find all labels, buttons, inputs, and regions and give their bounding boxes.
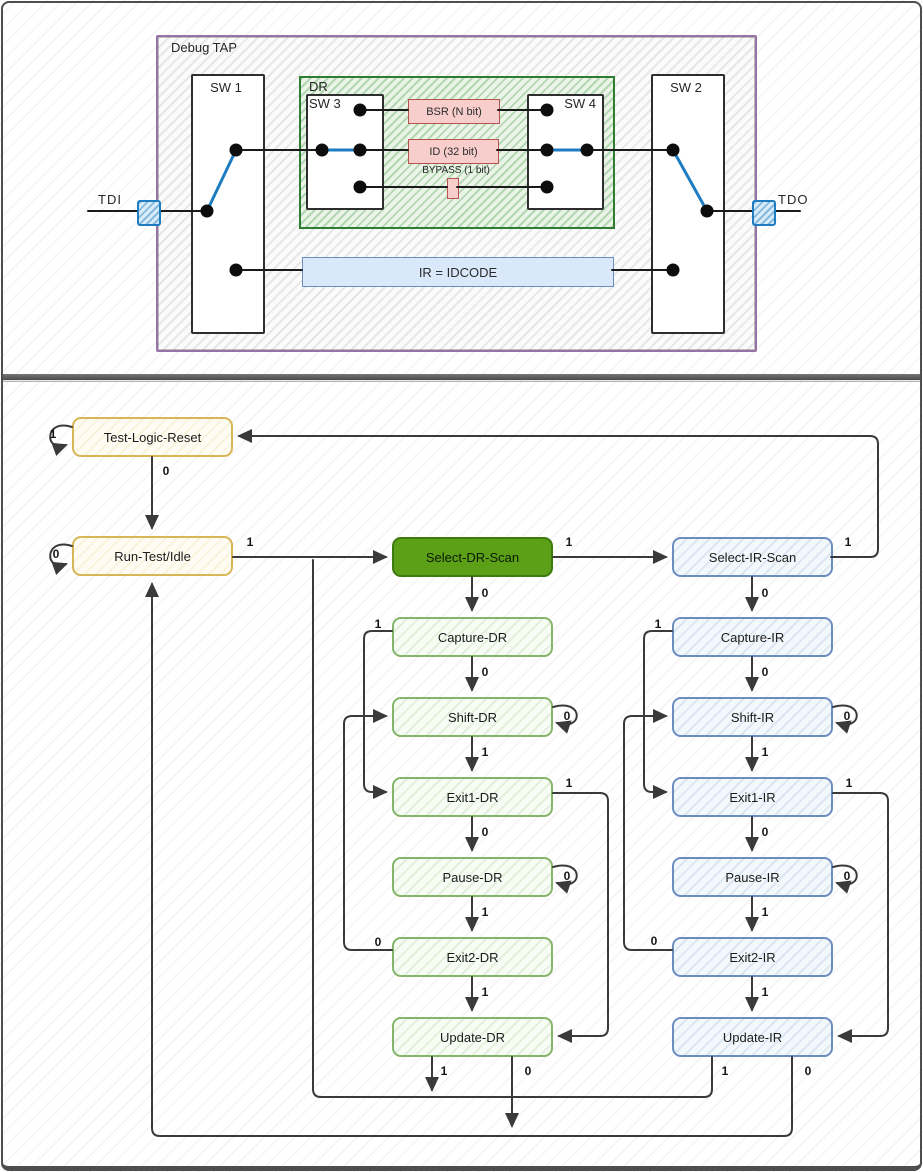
transition-label-capir-exit1ir: 1	[654, 617, 662, 631]
transition-label-shiftir-shiftir: 0	[843, 709, 851, 723]
switch-sw1	[191, 74, 265, 334]
edge-shiftdr-self	[552, 704, 578, 734]
transition-label-selir-capir: 0	[761, 586, 769, 600]
state-seldr: Select-DR-Scan	[392, 537, 553, 577]
transition-label-exit1ir-updateir: 1	[845, 776, 853, 790]
transition-label-tlr-tlr: 1	[49, 427, 57, 441]
switch-sw3-label: SW 3	[309, 96, 341, 111]
junction-dot	[353, 180, 367, 194]
debug-tap-label: Debug TAP	[171, 40, 238, 55]
ir-register: IR = IDCODE	[302, 257, 614, 287]
state-exit1ir: Exit1-IR	[672, 777, 833, 817]
edge-shiftir-self	[832, 704, 858, 734]
transition-label-rti-rti: 0	[52, 547, 60, 561]
transition-label-exit1ir-pauseir: 0	[761, 825, 769, 839]
transition-label-shiftir-exit1ir: 1	[761, 745, 769, 759]
register-id: ID (32 bit)	[408, 139, 499, 164]
edge-exit1dr-updatedr	[552, 792, 609, 1043]
transition-label-pausedr-exit2dr: 1	[481, 905, 489, 919]
state-exit2ir: Exit2-IR	[672, 937, 833, 977]
transition-label-pauseir-pauseir: 0	[843, 869, 851, 883]
register-bypass	[447, 178, 459, 199]
edge-exit1ir-updateir	[832, 792, 889, 1043]
switch-sw4-label: SW 4	[564, 96, 596, 111]
tdo-label: TDO	[778, 192, 809, 207]
active-path-sw2	[671, 148, 709, 213]
junction-dot	[666, 263, 680, 277]
transition-label-updateir-rti: 0	[804, 1064, 812, 1078]
transition-label-capdr-exit1dr: 1	[374, 617, 382, 631]
state-capir: Capture-IR	[672, 617, 833, 657]
transition-label-exit2ir-updateir: 1	[761, 985, 769, 999]
transition-label-pauseir-exit2ir: 1	[761, 905, 769, 919]
transition-label-exit1dr-pausedr: 0	[481, 825, 489, 839]
transition-label-updatedr-rti: 0	[524, 1064, 532, 1078]
transition-label-exit2ir-shiftir: 0	[650, 934, 658, 948]
edge-tlr-self	[49, 424, 73, 457]
state-pausedr: Pause-DR	[392, 857, 553, 897]
junction-dot	[540, 180, 554, 194]
state-shiftdr: Shift-DR	[392, 697, 553, 737]
edge-updateir-rti	[145, 582, 793, 1137]
junction-dot	[353, 143, 367, 157]
junction-dot	[229, 263, 243, 277]
transition-label-rti-seldr: 1	[246, 535, 254, 549]
junction-dot	[229, 143, 243, 157]
state-rti: Run-Test/Idle	[72, 536, 233, 576]
transition-label-updateir-seldr: 1	[721, 1064, 729, 1078]
transition-label-exit2dr-shiftdr: 0	[374, 935, 382, 949]
edge-exit2ir-shiftir	[623, 709, 673, 951]
active-path-sw1	[205, 148, 238, 213]
junction-dot	[315, 143, 329, 157]
transition-label-pausedr-pausedr: 0	[563, 869, 571, 883]
junction-dot	[666, 143, 680, 157]
junction-dot	[540, 103, 554, 117]
state-capdr: Capture-DR	[392, 617, 553, 657]
edge-exit2dr-shiftdr	[343, 709, 393, 951]
edge-pausedr-self	[552, 864, 578, 894]
register-bsr: BSR (N bit)	[408, 99, 500, 124]
edge-updateir-seldr	[312, 559, 713, 1098]
transition-label-exit2dr-updatedr: 1	[481, 985, 489, 999]
transition-label-tlr-rti: 0	[162, 464, 170, 478]
junction-dot	[353, 103, 367, 117]
state-updatedr: Update-DR	[392, 1017, 553, 1057]
transition-label-updatedr-seldr: 1	[440, 1064, 448, 1078]
state-tlr: Test-Logic-Reset	[72, 417, 233, 457]
junction-dot	[580, 143, 594, 157]
transition-label-capdr-shiftdr: 0	[481, 665, 489, 679]
edge-selir-tlr	[237, 429, 879, 558]
edge-rti-self	[49, 543, 73, 576]
state-shiftir: Shift-IR	[672, 697, 833, 737]
junction-dot	[200, 204, 214, 218]
switch-sw1-label: SW 1	[210, 80, 242, 95]
tdi-label: TDI	[98, 192, 122, 207]
transition-label-capir-shiftir: 0	[761, 665, 769, 679]
register-bypass-label: BYPASS (1 bit)	[422, 165, 490, 176]
junction-dot	[540, 143, 554, 157]
tdi-pin-icon	[137, 200, 161, 226]
transition-label-exit1dr-updatedr: 1	[565, 776, 573, 790]
switch-sw2-label: SW 2	[670, 80, 702, 95]
state-pauseir: Pause-IR	[672, 857, 833, 897]
section-divider	[2, 374, 921, 380]
edge-capir-exit1ir	[643, 630, 673, 799]
state-exit2dr: Exit2-DR	[392, 937, 553, 977]
dr-group-label: DR	[309, 79, 328, 94]
junction-dot	[700, 204, 714, 218]
transition-label-selir-tlr: 1	[844, 535, 852, 549]
state-updateir: Update-IR	[672, 1017, 833, 1057]
tdo-pin-icon	[752, 200, 776, 226]
state-exit1dr: Exit1-DR	[392, 777, 553, 817]
transition-label-shiftdr-exit1dr: 1	[481, 745, 489, 759]
transition-label-seldr-selir: 1	[565, 535, 573, 549]
transition-label-seldr-capdr: 0	[481, 586, 489, 600]
edge-pauseir-self	[832, 864, 858, 894]
transition-label-shiftdr-shiftdr: 0	[563, 709, 571, 723]
switch-sw2	[651, 74, 725, 334]
edge-capdr-exit1dr	[363, 630, 393, 799]
